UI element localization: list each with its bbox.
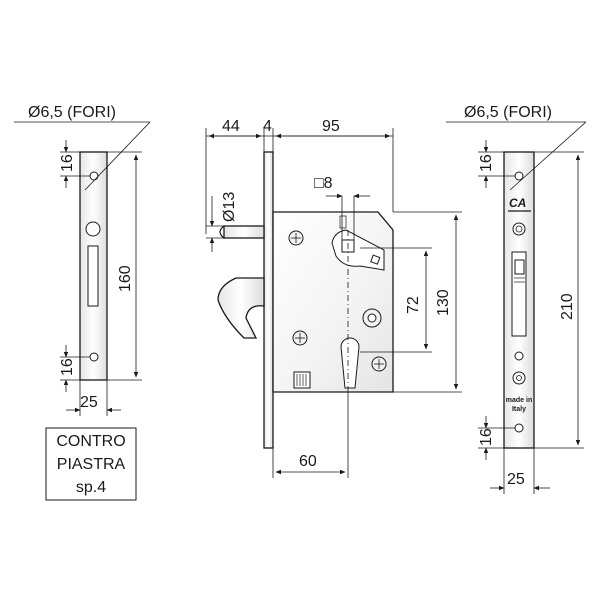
square-spindle-label: □8 bbox=[314, 175, 333, 192]
made-in-line-1: made in bbox=[506, 397, 532, 404]
right-top-offset-label: 16 bbox=[478, 154, 495, 172]
strike-caption: CONTRO PIASTRA sp.4 bbox=[45, 427, 137, 501]
caption-box bbox=[45, 427, 137, 501]
right-width-label: 25 bbox=[507, 471, 525, 488]
right-hole-label: Ø6,5 (FORI) bbox=[464, 104, 552, 121]
strike-dimensions: Ø6,5 (FORI) 16 160 16 25 bbox=[14, 104, 151, 416]
lock-body-view bbox=[217, 151, 394, 449]
dim-4-label: 4 bbox=[263, 118, 272, 135]
left-bottom-offset-label: 16 bbox=[59, 358, 76, 376]
bolt-tip bbox=[219, 225, 225, 239]
cam-pin bbox=[370, 254, 381, 265]
lower-latch bbox=[293, 371, 311, 389]
caption-line-3: sp.4 bbox=[76, 479, 106, 496]
bolt-diameter-label: Ø13 bbox=[221, 192, 238, 222]
left-hole-label: Ø6,5 (FORI) bbox=[28, 104, 116, 121]
caption-line-2: PIASTRA bbox=[57, 456, 126, 473]
caption-line-1: CONTRO bbox=[56, 433, 125, 450]
dim-130-label: 130 bbox=[435, 289, 452, 316]
lock-dimensions: 44 4 95 Ø13 □8 72 130 60 bbox=[205, 118, 462, 478]
dim-60-label: 60 bbox=[299, 453, 317, 470]
strike-latch-slot bbox=[87, 245, 99, 307]
top-spring bbox=[339, 215, 347, 229]
front-top-hole bbox=[514, 171, 524, 181]
dim-44-label: 44 bbox=[222, 118, 240, 135]
faceplate bbox=[263, 151, 274, 449]
left-height-label: 160 bbox=[117, 265, 134, 292]
screw-bottom-right bbox=[371, 356, 387, 372]
right-height-label: 210 bbox=[559, 293, 576, 320]
faceplate-dimensions: Ø6,5 (FORI) 16 210 16 25 bbox=[446, 104, 587, 494]
left-width-label: 25 bbox=[80, 394, 98, 411]
front-latch-hole bbox=[514, 351, 524, 361]
dim-72-label: 72 bbox=[405, 296, 422, 314]
dim-95-label: 95 bbox=[322, 118, 340, 135]
left-top-offset-label: 16 bbox=[59, 154, 76, 172]
strike-plate bbox=[79, 151, 108, 381]
right-bottom-offset-label: 16 bbox=[478, 428, 495, 446]
strike-bottom-hole bbox=[89, 352, 99, 362]
strike-top-hole bbox=[89, 171, 99, 181]
strike-round-opening bbox=[85, 221, 101, 237]
hook-bolt bbox=[217, 277, 265, 339]
faceplate-front-view: CA made in Italy bbox=[503, 151, 535, 449]
euro-cylinder-cutout bbox=[340, 337, 360, 389]
front-bolt-hole bbox=[512, 222, 526, 236]
made-in-line-2: Italy bbox=[512, 406, 526, 413]
screw-top-left bbox=[288, 230, 304, 246]
front-lower-hole bbox=[512, 371, 526, 385]
brand-logo: CA bbox=[509, 196, 526, 210]
front-bottom-hole bbox=[514, 423, 524, 433]
screw-middle-left bbox=[292, 330, 308, 346]
bolt-cylinder bbox=[223, 225, 265, 239]
rivet-middle bbox=[362, 308, 382, 328]
